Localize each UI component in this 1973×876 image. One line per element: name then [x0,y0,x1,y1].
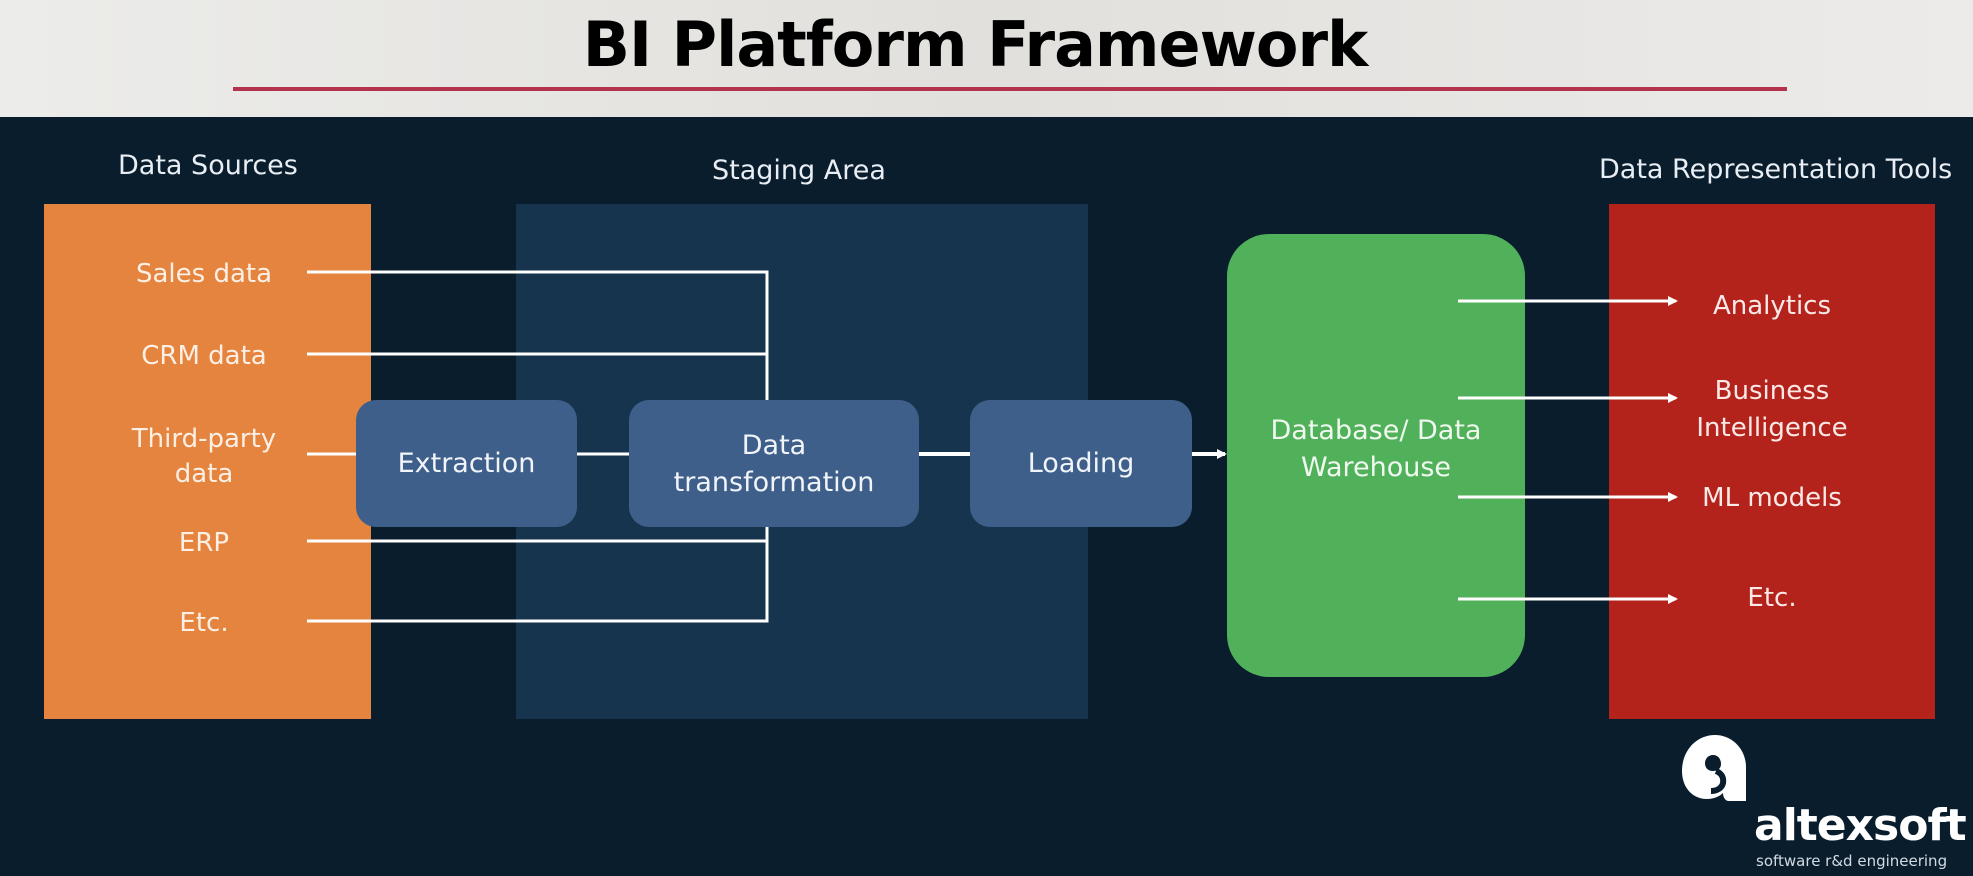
source-third-party-line1: Third-party [131,424,277,454]
tool-business-intelligence-line1: Business [1714,376,1830,406]
data-representation-tools-heading: Data Representation Tools [1599,154,1953,185]
tool-business-intelligence-line2: Intelligence [1696,413,1848,443]
logo-tagline: software r&d engineering [1756,852,1948,870]
sales-data-connector [307,270,769,400]
erp-connector [307,527,769,543]
altexsoft-logo-icon [1682,735,1746,801]
tool-etc: Etc. [1747,583,1797,613]
etc-connector [307,541,769,623]
loading-label: Loading [1027,448,1135,479]
transformation-label-line1: Data [741,429,807,461]
extraction-step: Extraction [356,400,577,527]
logo-wordmark: altexsoft [1754,800,1967,851]
warehouse-label-line1: Database/ Data [1270,415,1482,446]
source-crm-data: CRM data [141,341,267,371]
data-representation-tools-panel [1609,204,1935,719]
slide-header: BI Platform Framework [0,0,1973,117]
tool-analytics: Analytics [1712,291,1832,321]
data-sources-panel [44,204,371,719]
flow-connectors [307,270,1678,623]
page-title: BI Platform Framework [582,8,1369,81]
warehouse-label: Database/ Data Warehouse [1227,412,1525,486]
data-transformation-step: Data transformation [629,400,919,527]
warehouse-label-line2: Warehouse [1300,452,1452,483]
data-warehouse-box [1227,234,1525,677]
loading-step: Loading [970,400,1192,527]
source-etc: Etc. [179,608,229,638]
title-underline [233,87,1787,91]
source-erp: ERP [178,528,230,558]
staging-area-heading: Staging Area [712,155,886,186]
data-sources-heading: Data Sources [118,150,298,181]
tool-ml-models: ML models [1702,483,1842,513]
diagram-canvas: Data Sources Staging Area Data Represent… [0,117,1973,876]
source-third-party-line2: data [174,459,234,489]
extraction-label: Extraction [397,448,536,479]
source-sales-data: Sales data [135,259,273,289]
transformation-label-line2: transformation [673,466,875,498]
